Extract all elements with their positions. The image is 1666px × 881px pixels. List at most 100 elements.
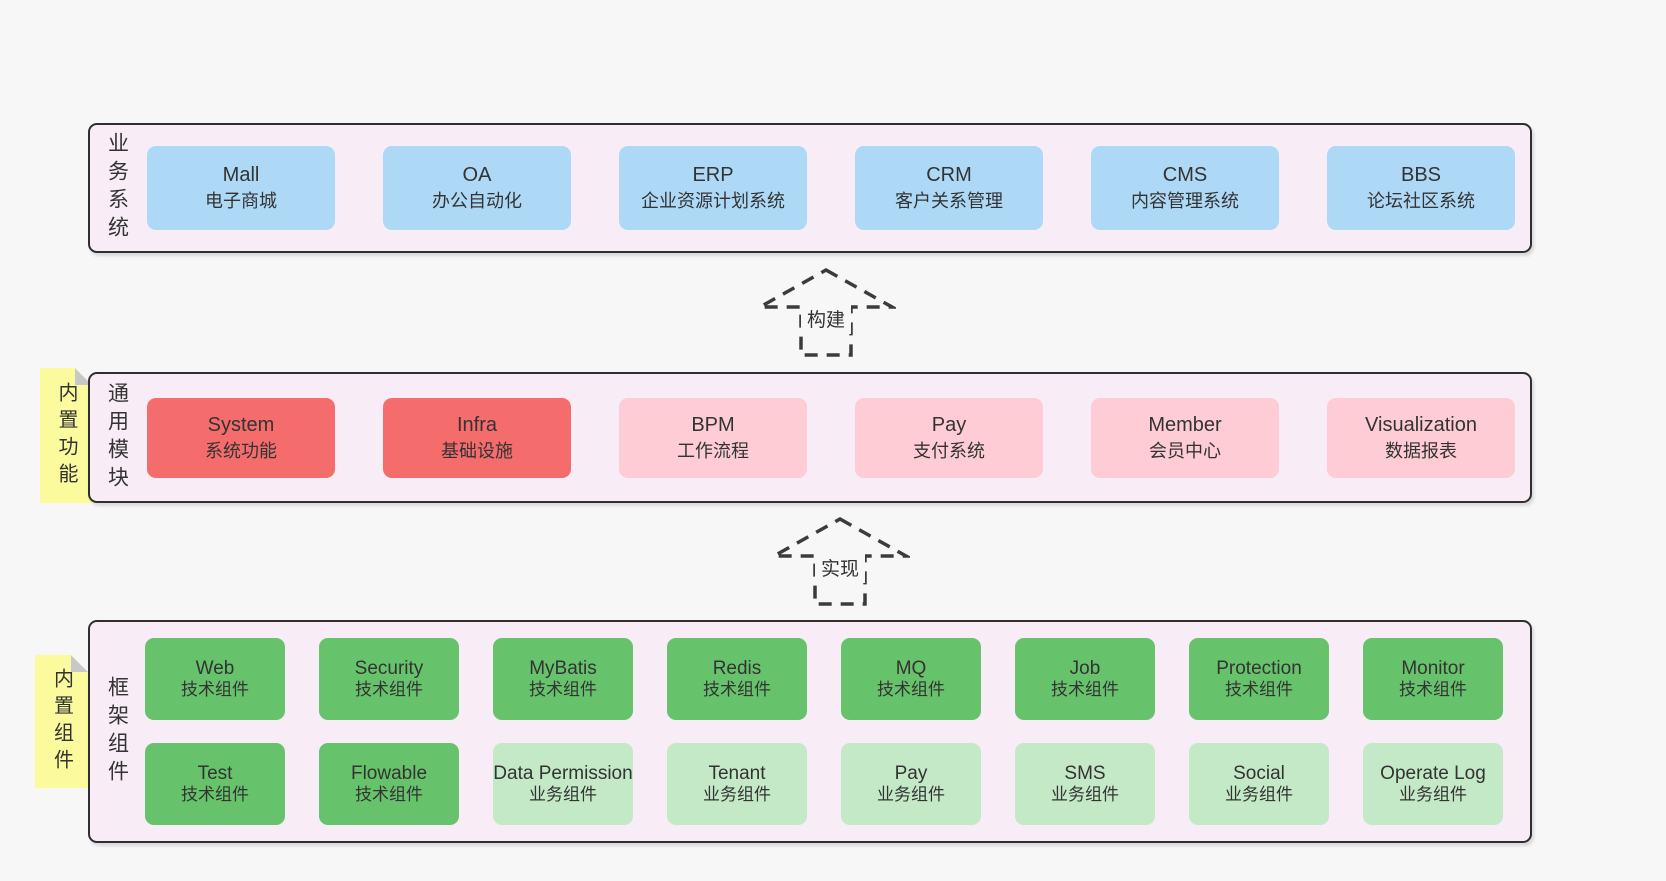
box-title: Monitor [1401, 658, 1465, 680]
box-subtitle: 系统功能 [205, 440, 277, 461]
panel-side-label: 通用模块 [105, 381, 129, 494]
box-subtitle: 内容管理系统 [1131, 191, 1239, 212]
box-subtitle: 技术组件 [1399, 680, 1467, 700]
module-boxes-row: System 系统功能 Infra 基础设施 BPM 工作流程 Pay 支付系统… [147, 374, 1515, 501]
builtin-features-note: 内置功能 [40, 368, 92, 503]
component-box-web: Web 技术组件 [145, 638, 285, 720]
box-title: Protection [1216, 658, 1302, 680]
box-subtitle: 技术组件 [355, 785, 423, 805]
component-box-monitor: Monitor 技术组件 [1363, 638, 1503, 720]
component-box-social: Social 业务组件 [1189, 743, 1329, 825]
module-box-visualization: Visualization 数据报表 [1327, 397, 1515, 478]
arrow-label: 构建 [800, 303, 852, 334]
dashed-up-arrow-icon [770, 516, 910, 606]
box-title: Job [1069, 658, 1101, 680]
box-title: Redis [712, 658, 762, 680]
component-rows: Web 技术组件 Security 技术组件 MyBatis 技术组件 Redi… [145, 622, 1503, 841]
box-title: System [207, 413, 275, 436]
box-title: Pay [931, 413, 967, 436]
box-subtitle: 业务组件 [703, 785, 771, 805]
box-subtitle: 办公自动化 [432, 191, 522, 212]
box-title: Web [195, 658, 235, 680]
box-subtitle: 基础设施 [441, 440, 513, 461]
arrow-label: 实现 [814, 552, 866, 583]
box-subtitle: 技术组件 [355, 680, 423, 700]
box-subtitle: 技术组件 [703, 680, 771, 700]
box-title: Test [197, 763, 233, 785]
box-subtitle: 技术组件 [877, 680, 945, 700]
box-title: CRM [926, 164, 972, 187]
component-box-job: Job 技术组件 [1015, 638, 1155, 720]
module-box-member: Member 会员中心 [1091, 397, 1279, 478]
implement-arrow: 实现 [770, 515, 910, 607]
box-subtitle: 客户关系管理 [895, 191, 1003, 212]
component-box-mybatis: MyBatis 技术组件 [493, 638, 633, 720]
framework-components-panel: 框架组件 Web 技术组件 Security 技术组件 MyBatis 技术组件… [88, 620, 1532, 843]
box-title: Mall [222, 164, 260, 187]
folded-corner-icon [71, 655, 88, 672]
box-subtitle: 支付系统 [913, 440, 985, 461]
note-label: 内置组件 [50, 667, 73, 776]
box-subtitle: 业务组件 [877, 785, 945, 805]
box-subtitle: 论坛社区系统 [1367, 191, 1475, 212]
box-title: Pay [894, 763, 928, 785]
box-title: ERP [692, 164, 734, 187]
box-subtitle: 技术组件 [181, 785, 249, 805]
component-row-2: Test 技术组件 Flowable 技术组件 Data Permission … [145, 743, 1503, 825]
component-box-tenant: Tenant 业务组件 [667, 743, 807, 825]
business-systems-panel: 业务系统 Mall 电子商城 OA 办公自动化 ERP 企业资源计划系统 CRM… [88, 123, 1532, 253]
module-box-bpm: BPM 工作流程 [619, 397, 807, 478]
panel-side-label-wrap: 通用模块 [94, 374, 140, 501]
business-box-erp: ERP 企业资源计划系统 [619, 146, 807, 230]
dashed-up-arrow-icon [756, 267, 896, 357]
box-title: MyBatis [529, 658, 597, 680]
module-box-infra: Infra 基础设施 [383, 397, 571, 478]
business-box-crm: CRM 客户关系管理 [855, 146, 1043, 230]
box-title: SMS [1064, 763, 1106, 785]
component-box-security: Security 技术组件 [319, 638, 459, 720]
box-subtitle: 电子商城 [205, 191, 277, 212]
box-title: Operate Log [1380, 763, 1486, 785]
business-box-oa: OA 办公自动化 [383, 146, 571, 230]
common-modules-panel: 通用模块 System 系统功能 Infra 基础设施 BPM 工作流程 Pay… [88, 372, 1532, 503]
box-title: CMS [1162, 164, 1208, 187]
box-title: Tenant [708, 763, 766, 785]
box-subtitle: 技术组件 [1225, 680, 1293, 700]
component-box-flowable: Flowable 技术组件 [319, 743, 459, 825]
box-title: Security [354, 658, 424, 680]
build-arrow: 构建 [756, 266, 896, 358]
component-box-pay: Pay 业务组件 [841, 743, 981, 825]
panel-side-label: 业务系统 [105, 132, 129, 244]
business-box-cms: CMS 内容管理系统 [1091, 146, 1279, 230]
box-title: OA [462, 164, 492, 187]
box-title: Infra [456, 413, 498, 436]
component-box-mq: MQ 技术组件 [841, 638, 981, 720]
box-title: Social [1233, 763, 1285, 785]
panel-side-label: 框架组件 [105, 675, 129, 788]
box-title: Flowable [350, 763, 428, 785]
box-title: Member [1148, 413, 1222, 436]
box-subtitle: 业务组件 [1225, 785, 1293, 805]
component-box-test: Test 技术组件 [145, 743, 285, 825]
box-subtitle: 技术组件 [181, 680, 249, 700]
business-box-bbs: BBS 论坛社区系统 [1327, 146, 1515, 230]
box-subtitle: 技术组件 [1051, 680, 1119, 700]
box-title: BPM [691, 413, 735, 436]
box-subtitle: 业务组件 [1399, 785, 1467, 805]
business-boxes-row: Mall 电子商城 OA 办公自动化 ERP 企业资源计划系统 CRM 客户关系… [147, 125, 1515, 251]
box-subtitle: 技术组件 [529, 680, 597, 700]
box-title: MQ [895, 658, 927, 680]
panel-side-label-wrap: 业务系统 [94, 125, 140, 251]
box-subtitle: 业务组件 [529, 785, 597, 805]
box-subtitle: 业务组件 [1051, 785, 1119, 805]
component-box-operate-log: Operate Log 业务组件 [1363, 743, 1503, 825]
box-subtitle: 企业资源计划系统 [641, 191, 785, 212]
box-subtitle: 工作流程 [677, 440, 749, 461]
builtin-components-note: 内置组件 [35, 655, 88, 788]
panel-side-label-wrap: 框架组件 [94, 622, 140, 841]
business-box-mall: Mall 电子商城 [147, 146, 335, 230]
component-box-redis: Redis 技术组件 [667, 638, 807, 720]
note-label: 内置功能 [55, 381, 77, 490]
box-title: Data Permission [493, 763, 633, 785]
